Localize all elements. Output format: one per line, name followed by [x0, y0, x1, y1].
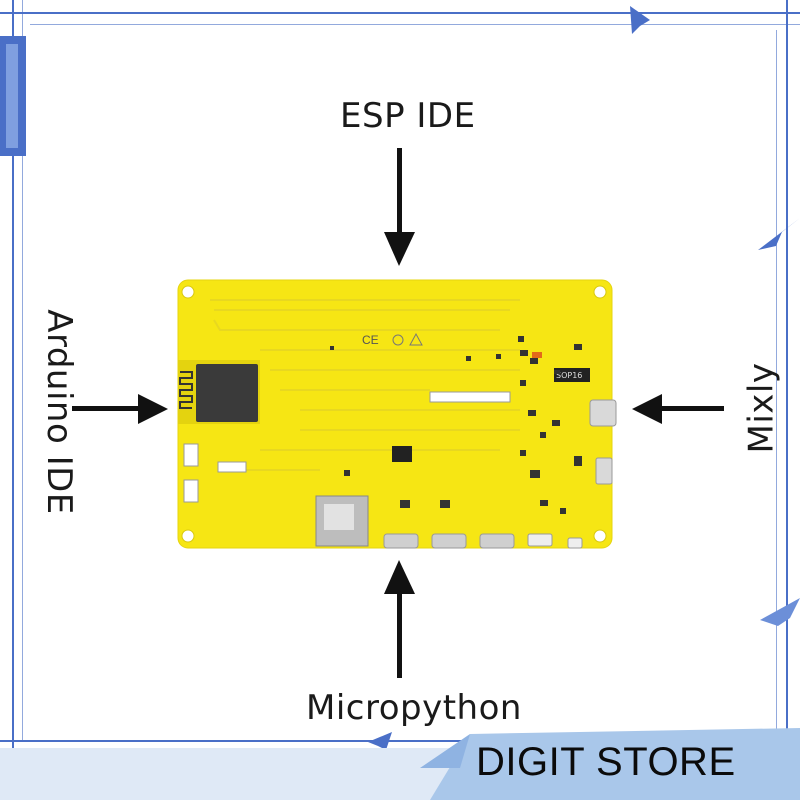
- store-banner: [0, 728, 800, 800]
- warning-icon: [409, 332, 423, 346]
- esp-chip: [196, 364, 258, 422]
- frame-left-line-inner: [22, 0, 23, 740]
- ce-marking: CE: [362, 333, 379, 347]
- button: [479, 533, 515, 549]
- usb-c-port: [589, 399, 617, 427]
- recycle-icon: [392, 334, 404, 346]
- small-chip: [392, 446, 412, 462]
- frame-right-line: [786, 0, 788, 800]
- banner-accent: [420, 734, 470, 768]
- frame-bottom-line: [0, 740, 800, 742]
- button: [431, 533, 467, 549]
- antenna-icon: [179, 371, 193, 409]
- sd-card-slot-inner: [324, 504, 354, 530]
- frame-top-line-inner: [30, 24, 800, 25]
- arrow-up-icon: [384, 560, 415, 678]
- paper-plane-icon: [630, 6, 650, 34]
- connector: [183, 479, 199, 503]
- arrow-left-icon: [632, 394, 724, 424]
- arrow-down-icon: [384, 148, 415, 266]
- paper-plane-icon: [368, 732, 392, 750]
- sop16-chip: [554, 368, 590, 382]
- smd-components: [330, 336, 582, 514]
- label-esp-ide: ESP IDE: [340, 96, 476, 136]
- arrow-right-icon: [72, 394, 168, 424]
- connector: [527, 533, 553, 547]
- fpc-connector: [429, 391, 511, 403]
- connector: [183, 443, 199, 467]
- paper-plane-icon: [760, 598, 800, 626]
- led: [532, 352, 542, 358]
- connector: [567, 537, 583, 549]
- board-traces: [210, 299, 520, 471]
- mounting-hole: [593, 529, 607, 543]
- frame-top-line: [0, 12, 800, 14]
- frame-left-line: [12, 0, 14, 800]
- connector: [217, 461, 247, 473]
- mounting-hole: [593, 285, 607, 299]
- button: [383, 533, 419, 549]
- frame-right-line-inner: [776, 30, 777, 730]
- store-name: DIGIT STORE: [476, 740, 736, 784]
- mounting-hole: [181, 529, 195, 543]
- label-micropython: Micropython: [306, 688, 522, 728]
- corner-block-inner: [6, 44, 18, 148]
- banner-shape: [430, 728, 800, 800]
- usb-port-small: [595, 457, 613, 485]
- mounting-hole: [181, 285, 195, 299]
- banner-light: [0, 748, 470, 800]
- sop16-label: SOP16: [556, 371, 582, 380]
- paper-plane-icon: [758, 218, 800, 250]
